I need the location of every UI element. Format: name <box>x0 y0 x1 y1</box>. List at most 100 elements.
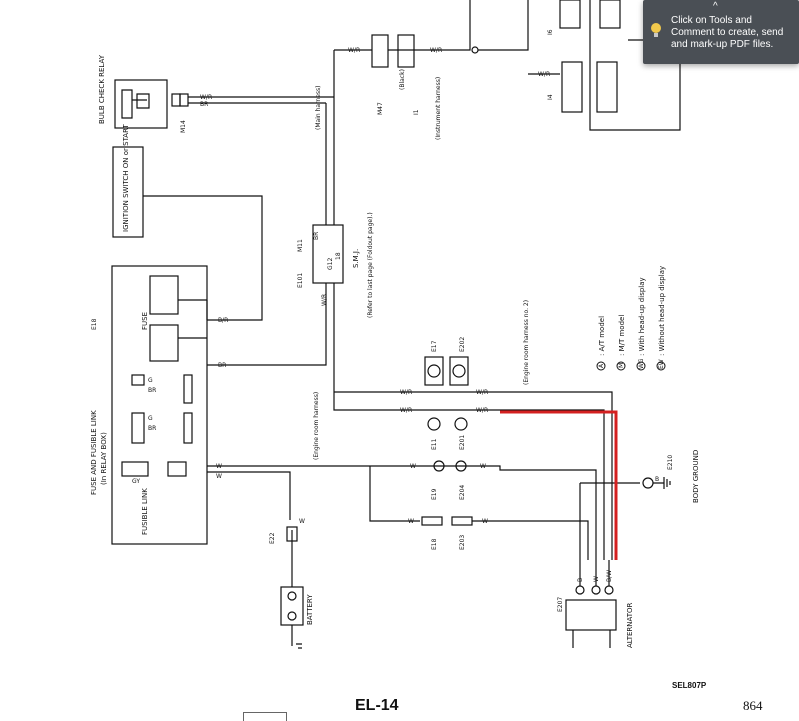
svg-text:A: A <box>598 363 605 368</box>
smj-pin-b: 18 <box>335 252 342 260</box>
fuse-label: FUSE <box>141 312 149 330</box>
svg-text:M14: M14 <box>180 120 187 133</box>
connector-tag-e17: E17 <box>431 340 438 352</box>
pdf-tooltip[interactable]: ^ Click on Tools and Comment to create, … <box>643 0 799 64</box>
instrument-harness-label: (Instrument harness) <box>435 77 442 140</box>
wire-label-br-fuse2: BR <box>218 362 226 369</box>
fuse-box-subtitle: (In RELAY BOX) <box>100 432 108 485</box>
svg-text:B: B <box>577 578 584 582</box>
wire-label-wr-top: W/R <box>348 47 360 54</box>
svg-text:E207: E207 <box>557 597 564 612</box>
smj-title: S.M.J. <box>352 249 360 268</box>
svg-text:M47: M47 <box>377 102 384 115</box>
svg-text:S.M.J.: S.M.J. <box>352 249 360 268</box>
svg-text:(Instrument harness): (Instrument harness) <box>435 77 442 140</box>
svg-text:E17: E17 <box>431 340 438 352</box>
wire-label-wr-m: W/R <box>400 389 412 396</box>
svg-text:E202: E202 <box>459 337 466 352</box>
tooltip-text: Click on Tools and Comment to create, se… <box>671 15 784 50</box>
connector-tag-i1: I1 <box>413 109 420 115</box>
legend-item-mt: M : M/T model <box>616 315 626 371</box>
connector-tag-e210: E210 <box>667 455 674 470</box>
wire-label-w4: W <box>480 463 486 470</box>
wire-label-g1: G <box>148 377 153 384</box>
wire-label-w6: W <box>482 518 488 525</box>
wire-label-w7: W <box>299 518 305 525</box>
connector-tag-e204: E204 <box>459 485 466 500</box>
svg-text:FUSE: FUSE <box>141 312 149 330</box>
connector-tag-e19: E19 <box>431 488 438 500</box>
wire-label-w-alt: W <box>593 576 600 582</box>
wire-label-br-fuse: B/R <box>218 317 228 324</box>
alternator-label: ALTERNATOR <box>626 602 634 648</box>
svg-text:FUSE AND FUSIBLE LINK: FUSE AND FUSIBLE LINK <box>90 410 98 495</box>
lightbulb-icon <box>651 23 661 37</box>
svg-text:I6: I6 <box>547 29 554 35</box>
legend-item-wg: WG : With head-up display <box>636 277 646 371</box>
svg-text:BULB CHECK RELAY: BULB CHECK RELAY <box>98 54 106 124</box>
wire-label-b-alt: B <box>577 578 584 582</box>
ignition-switch-label: IGNITION SWITCH ON or START <box>122 124 130 232</box>
connector-tag-m47: M47 <box>377 102 384 115</box>
fusible-link-label: FUSIBLE LINK <box>141 488 149 535</box>
battery-label: BATTERY <box>306 594 314 625</box>
wire-label-w1: W <box>216 463 222 470</box>
svg-text:E18: E18 <box>91 318 98 330</box>
wire-label-w2: W <box>216 473 222 480</box>
wire-label-gy: GY <box>132 478 140 485</box>
wire-label-wr-m2: W/R <box>476 389 488 396</box>
wire-label-br3: BR <box>148 425 156 432</box>
svg-text:E101: E101 <box>297 273 304 288</box>
wire-label-w5: W <box>408 518 414 525</box>
svg-text:E210: E210 <box>667 455 674 470</box>
svg-text:(Main harness): (Main harness) <box>315 86 322 131</box>
smj-pin-a: G12 <box>327 258 334 270</box>
main-harness-label: (Main harness) <box>315 86 322 131</box>
bottom-tab <box>243 712 287 721</box>
wire-label-b-ground: B <box>655 476 659 483</box>
wire-label-br2: BR <box>148 387 156 394</box>
connector-tag-e18: E18 <box>431 538 438 550</box>
wire-label-w3: W <box>410 463 416 470</box>
svg-text:ALTERNATOR: ALTERNATOR <box>626 602 634 648</box>
connector-tag-m11: M11 <box>297 239 304 252</box>
connector-tag-e22: E22 <box>269 532 276 544</box>
page-label: EL-14 <box>355 697 399 714</box>
svg-text:E22: E22 <box>269 532 276 544</box>
wire-label-br-smj: BR <box>313 232 320 240</box>
fuse-box-outline <box>111 265 208 545</box>
svg-text:I1: I1 <box>413 109 420 115</box>
svg-text:E204: E204 <box>459 485 466 500</box>
ignition-switch-box <box>112 146 144 238</box>
svg-text:M: M <box>618 363 625 368</box>
wire-label-wr-a: W/R <box>400 407 412 414</box>
connector-tag-e203: E203 <box>459 535 466 550</box>
collapse-arrow-icon[interactable]: ^ <box>713 1 718 12</box>
svg-text:(Refer to last page (Foldout p: (Refer to last page (Foldout page).) <box>367 212 374 318</box>
smj-note: (Refer to last page (Foldout page).) <box>367 212 374 318</box>
connector-tag-e201: E201 <box>459 435 466 450</box>
svg-text:: Without head-up display: : Without head-up display <box>658 266 666 356</box>
wire-label-wr-smj: W/R <box>321 294 328 306</box>
svg-text:BODY GROUND: BODY GROUND <box>692 450 700 503</box>
svg-text:: A/T model: : A/T model <box>598 316 606 356</box>
svg-text:18: 18 <box>335 252 342 260</box>
svg-text:B/W: B/W <box>606 570 613 582</box>
svg-text:(In RELAY BOX): (In RELAY BOX) <box>100 432 108 485</box>
wire-label-wr-i4: W/R <box>538 71 550 78</box>
legend-item-ew: EW : Without head-up display <box>656 266 666 371</box>
svg-text:E201: E201 <box>459 435 466 450</box>
highlighted-wire <box>500 410 618 560</box>
svg-text:(Black): (Black) <box>399 69 406 90</box>
connector-tag-e202: E202 <box>459 337 466 352</box>
svg-text:(Engine room harness): (Engine room harness) <box>313 392 320 460</box>
engine-room-harness-label: (Engine room harness) <box>313 392 320 460</box>
connector-tag-e11: E11 <box>431 438 438 450</box>
svg-text:E11: E11 <box>431 438 438 450</box>
wire-label-bw-alt: B/W <box>606 570 613 582</box>
legend-item-at: A : A/T model <box>596 316 606 371</box>
svg-text:: With head-up display: : With head-up display <box>638 277 646 356</box>
svg-text:E19: E19 <box>431 488 438 500</box>
connector-tag-e101: E101 <box>297 273 304 288</box>
